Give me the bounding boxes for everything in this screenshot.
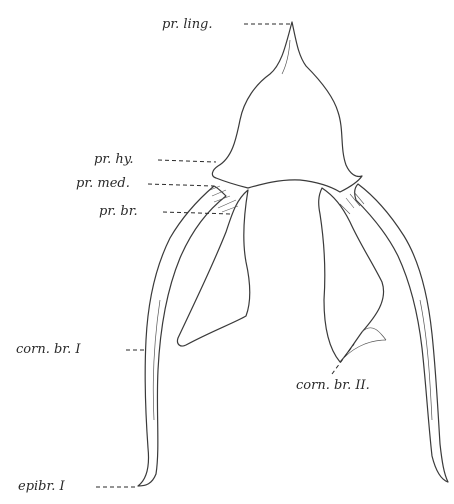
label-corn-br-I: corn. br. I (16, 342, 81, 357)
label-pr-ling: pr. ling. (162, 17, 213, 32)
label-corn-br-II: corn. br. II. (296, 378, 370, 393)
label-pr-med: pr. med. (76, 176, 130, 191)
label-epibr-I: epibr. I (18, 479, 66, 494)
label-pr-hy: pr. hy. (94, 152, 134, 167)
label-pr-br: pr. br. (99, 204, 138, 219)
